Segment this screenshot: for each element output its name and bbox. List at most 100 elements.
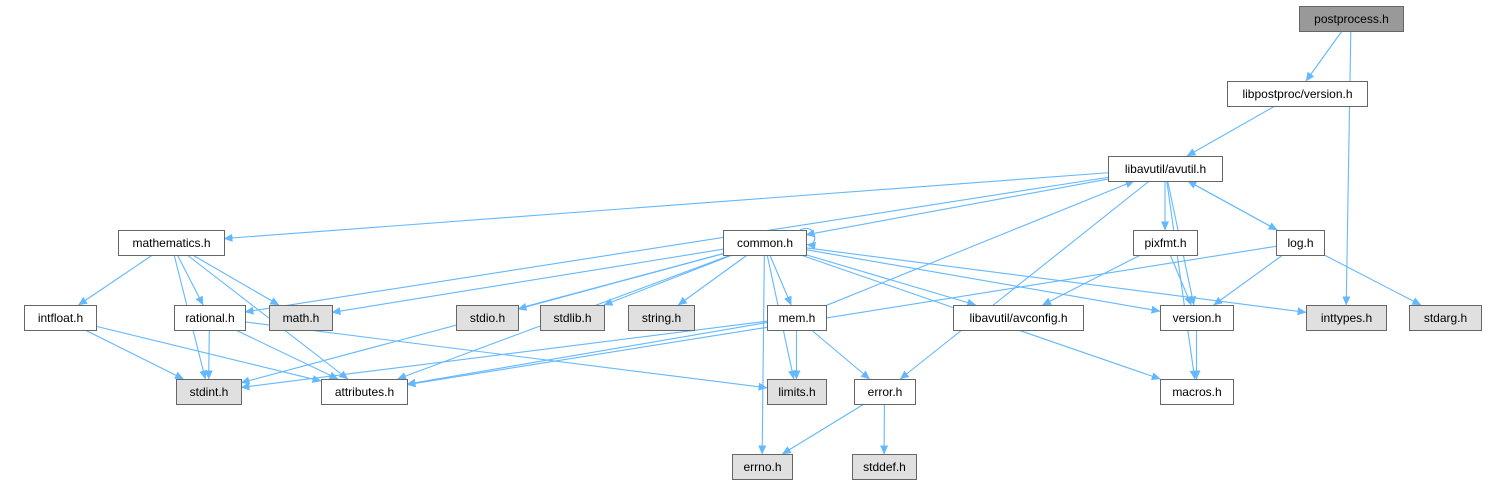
node-box bbox=[24, 305, 97, 331]
node-label: stdint.h bbox=[190, 385, 229, 399]
edge-error-to-errno bbox=[781, 403, 865, 455]
edge-avutil-to-error bbox=[899, 180, 1150, 380]
node-label: libavutil/avconfig.h bbox=[969, 311, 1067, 325]
edge-pixfmt-to-version bbox=[1169, 254, 1192, 306]
node-box bbox=[118, 230, 225, 256]
edge-mathematics-to-math bbox=[192, 254, 280, 306]
node-error[interactable]: error.h bbox=[854, 379, 916, 405]
node-box bbox=[852, 454, 917, 480]
node-label: log.h bbox=[1287, 236, 1313, 250]
node-avconfig[interactable]: libavutil/avconfig.h bbox=[953, 305, 1084, 331]
node-box bbox=[854, 379, 916, 405]
edge-avutil-to-rational bbox=[244, 176, 1109, 315]
node-label: limits.h bbox=[778, 385, 815, 399]
edge-mathematics-to-attributes bbox=[186, 254, 349, 380]
node-postprocess[interactable]: postprocess.h bbox=[1299, 6, 1404, 32]
edge-log-to-attributes bbox=[406, 245, 1277, 388]
node-box bbox=[269, 305, 333, 331]
node-box bbox=[1306, 305, 1387, 331]
node-box bbox=[1160, 305, 1234, 331]
node-common[interactable]: common.h bbox=[723, 230, 807, 256]
node-box bbox=[174, 305, 246, 331]
node-box bbox=[767, 379, 827, 405]
edge-libpostproc_version-to-avutil bbox=[1186, 105, 1276, 157]
node-rational[interactable]: rational.h bbox=[174, 305, 246, 331]
edge-postprocess-to-libpostproc_version bbox=[1305, 30, 1343, 82]
node-box bbox=[1160, 379, 1234, 405]
node-inttypes: inttypes.h bbox=[1306, 305, 1387, 331]
node-stddef: stddef.h bbox=[852, 454, 917, 480]
node-box bbox=[1299, 6, 1404, 32]
node-mem[interactable]: mem.h bbox=[767, 305, 827, 331]
node-label: common.h bbox=[737, 236, 793, 250]
node-pixfmt[interactable]: pixfmt.h bbox=[1133, 230, 1198, 256]
node-box bbox=[1108, 156, 1223, 182]
node-stdio: stdio.h bbox=[456, 305, 519, 331]
edge-log-to-version bbox=[1213, 254, 1284, 306]
node-box bbox=[176, 379, 242, 405]
node-label: stdarg.h bbox=[1424, 311, 1467, 325]
edge-mathematics-to-intfloat bbox=[78, 254, 153, 306]
node-mathematics[interactable]: mathematics.h bbox=[118, 230, 225, 256]
node-limits: limits.h bbox=[767, 379, 827, 405]
edge-rational-to-attributes bbox=[235, 329, 339, 380]
node-label: intfloat.h bbox=[38, 311, 83, 325]
node-label: stdlib.h bbox=[553, 311, 591, 325]
edge-mem-to-stdint bbox=[240, 320, 768, 391]
node-log[interactable]: log.h bbox=[1276, 230, 1325, 256]
edge-avutil-to-mathematics bbox=[223, 172, 1109, 242]
node-macros[interactable]: macros.h bbox=[1160, 379, 1234, 405]
node-label: stddef.h bbox=[863, 460, 906, 474]
edge-rational-to-limits bbox=[244, 321, 768, 391]
edge-mathematics-to-rational bbox=[176, 254, 204, 306]
node-stdlib: stdlib.h bbox=[540, 305, 605, 331]
edge-log-to-avutil bbox=[1187, 180, 1278, 231]
node-label: string.h bbox=[642, 311, 681, 325]
node-label: error.h bbox=[868, 385, 903, 399]
node-box bbox=[1276, 230, 1325, 256]
node-label: version.h bbox=[1173, 311, 1222, 325]
node-label: mem.h bbox=[779, 311, 816, 325]
node-box bbox=[321, 379, 408, 405]
edge-common-to-errno bbox=[758, 254, 767, 455]
node-box bbox=[953, 305, 1084, 331]
edge-pixfmt-to-avconfig bbox=[1042, 254, 1141, 306]
node-stdint: stdint.h bbox=[176, 379, 242, 405]
edge-common-to-math bbox=[331, 248, 724, 316]
node-box bbox=[767, 305, 827, 331]
node-box bbox=[456, 305, 519, 331]
node-avutil[interactable]: libavutil/avutil.h bbox=[1108, 156, 1223, 182]
node-label: stdio.h bbox=[470, 311, 505, 325]
edge-common-to-common bbox=[799, 227, 817, 250]
node-label: pixfmt.h bbox=[1144, 236, 1186, 250]
edge-mem-to-attributes bbox=[406, 322, 768, 387]
node-label: postprocess.h bbox=[1314, 12, 1389, 26]
node-box bbox=[1227, 81, 1368, 107]
nodes-layer: postprocess.h libpostproc/version.h libavu… bbox=[24, 6, 1482, 480]
node-label: rational.h bbox=[185, 311, 234, 325]
node-box bbox=[628, 305, 695, 331]
node-libpostproc-version[interactable]: libpostproc/version.h bbox=[1227, 81, 1368, 107]
node-box bbox=[732, 454, 793, 480]
node-stdarg: stdarg.h bbox=[1409, 305, 1482, 331]
edge-postprocess-to-inttypes bbox=[1342, 30, 1352, 306]
node-errno: errno.h bbox=[732, 454, 793, 480]
node-label: inttypes.h bbox=[1321, 311, 1372, 325]
node-attributes[interactable]: attributes.h bbox=[321, 379, 408, 405]
edge-intfloat-to-stdint bbox=[84, 329, 184, 380]
node-intfloat[interactable]: intfloat.h bbox=[24, 305, 97, 331]
node-label: libavutil/avutil.h bbox=[1125, 162, 1206, 176]
edge-log-to-stdarg bbox=[1323, 254, 1422, 306]
node-box bbox=[1133, 230, 1198, 256]
node-box bbox=[1409, 305, 1482, 331]
node-box bbox=[723, 230, 807, 256]
edge-avutil-to-common bbox=[805, 178, 1109, 238]
edge-mem-to-avutil bbox=[825, 180, 1135, 307]
node-label: errno.h bbox=[743, 460, 781, 474]
edge-common-to-stdlib bbox=[603, 254, 733, 306]
node-version[interactable]: version.h bbox=[1160, 305, 1234, 331]
edge-common-to-version bbox=[805, 249, 1161, 314]
edge-rational-to-stdint bbox=[204, 329, 213, 380]
node-box bbox=[540, 305, 605, 331]
